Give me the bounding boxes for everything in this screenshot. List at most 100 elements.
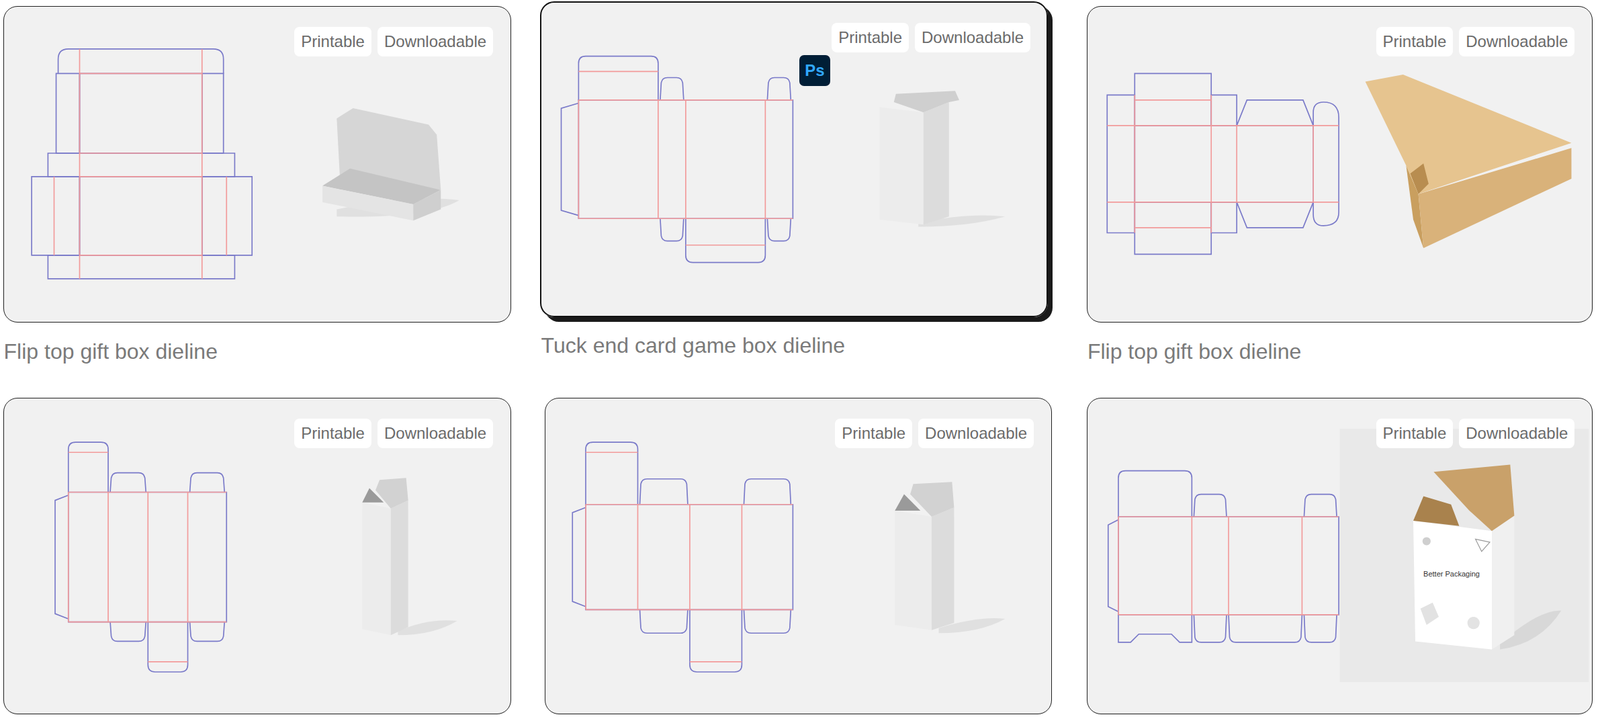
product-card: Printable Downloadable — [3, 397, 512, 715]
fold-line — [1133, 94, 1136, 233]
fold-line — [1210, 94, 1212, 233]
cut-line — [1228, 614, 1302, 643]
fold-line — [741, 504, 743, 610]
fold-line — [685, 100, 687, 219]
fold-line — [79, 175, 202, 178]
cut-line — [202, 176, 252, 256]
cut-line — [1134, 125, 1314, 203]
fold-line — [1312, 125, 1314, 203]
card-grounds — [3, 1, 1594, 715]
cut-line — [147, 621, 188, 672]
cut-line — [1303, 614, 1337, 643]
cut-line — [1134, 202, 1212, 255]
card-ground — [3, 398, 512, 715]
fold-line — [685, 244, 766, 246]
fold-line — [657, 100, 659, 219]
fold-line — [1227, 516, 1230, 615]
card-caption: Flip top gift box dieline — [1087, 339, 1302, 365]
photo-backdrop — [1340, 428, 1590, 682]
mockup-face — [894, 494, 921, 511]
cut-line — [47, 153, 235, 177]
cut-line — [1303, 494, 1337, 517]
product-card: Printable Downloadable — [1086, 397, 1593, 715]
badge-text: Downloadable — [1465, 423, 1568, 443]
cut-line — [1193, 614, 1227, 643]
printed-brand: Better Packaging — [1423, 569, 1480, 578]
mockup-face — [1422, 536, 1431, 545]
fold-line — [578, 99, 793, 101]
fold-line — [53, 176, 56, 256]
cut-line — [1118, 470, 1192, 517]
mockup-face — [1409, 163, 1429, 195]
card-ground — [540, 1, 1049, 318]
badge-text: Downloadable — [384, 32, 487, 52]
fold-line — [578, 71, 658, 73]
badge-text: Printable — [838, 28, 903, 48]
badge-text: Printable — [1383, 423, 1447, 443]
cut-line — [639, 609, 688, 633]
fold-line — [578, 100, 580, 219]
app-icon: Ps — [799, 55, 831, 86]
cut-line — [685, 218, 766, 262]
fold-line — [1134, 99, 1212, 101]
fold-line — [147, 660, 188, 663]
fold-line — [1235, 125, 1238, 203]
fold-line — [689, 504, 691, 610]
tag-badge: Downloadable — [1458, 26, 1575, 57]
fold-line — [637, 504, 639, 610]
tag-badge: Printable — [294, 26, 372, 57]
badge-text: Printable — [1383, 32, 1447, 52]
product-card: Tuck end card game box dielinePrintableD… — [540, 1, 1049, 318]
cut-line — [79, 176, 202, 256]
mockup-face — [1413, 520, 1492, 649]
cut-line — [767, 218, 791, 241]
product-card: PrintableDownloadable — [544, 397, 1052, 715]
mockup-face — [362, 502, 391, 636]
tag-badge: Downloadable — [377, 26, 494, 57]
fold-line — [585, 503, 793, 506]
cut-line — [190, 621, 226, 642]
mockup-face — [1491, 515, 1515, 649]
mockup-face — [931, 507, 954, 630]
mockup-face — [1413, 496, 1459, 526]
tag-badge: Printable — [1376, 26, 1454, 57]
fold-line — [578, 217, 793, 219]
cut-line — [1106, 94, 1135, 233]
product-card: Flip top gift box dielinePrintableDownlo… — [3, 6, 512, 323]
tag-badge: Downloadable — [1458, 418, 1575, 449]
mockup-face — [362, 487, 384, 502]
badge-text: Printable — [300, 423, 365, 443]
mockup-face — [375, 477, 409, 509]
mockup-face — [910, 481, 954, 517]
cut-line — [767, 77, 791, 101]
cut-line — [1193, 494, 1227, 517]
fold-line — [1191, 516, 1193, 615]
fold-line — [68, 451, 109, 453]
fold-line — [187, 492, 189, 622]
cut-line — [1211, 202, 1237, 234]
tag-badge: Downloadable — [914, 22, 1031, 53]
fold-line — [1134, 227, 1212, 229]
fold-line — [68, 621, 227, 623]
badge-text: Downloadable — [921, 28, 1024, 48]
cut-line — [68, 492, 227, 622]
tag-badge: Printable — [834, 418, 913, 449]
cut-lines — [31, 49, 1339, 672]
cut-line — [743, 478, 791, 505]
fold-line — [1118, 515, 1339, 518]
mockup-face — [413, 190, 441, 221]
cut-line — [68, 441, 109, 492]
fold-line — [67, 492, 70, 622]
cut-line — [572, 507, 586, 606]
cut-line — [110, 472, 146, 493]
cut-line — [190, 472, 226, 493]
fold-line — [107, 492, 109, 622]
cut-line — [1236, 202, 1314, 228]
mockup-face — [390, 500, 409, 636]
cut-line — [1118, 516, 1339, 615]
badge-text: Downloadable — [384, 423, 487, 443]
cut-line — [202, 73, 224, 154]
cut-line — [79, 73, 202, 154]
cut-line — [1134, 73, 1212, 126]
